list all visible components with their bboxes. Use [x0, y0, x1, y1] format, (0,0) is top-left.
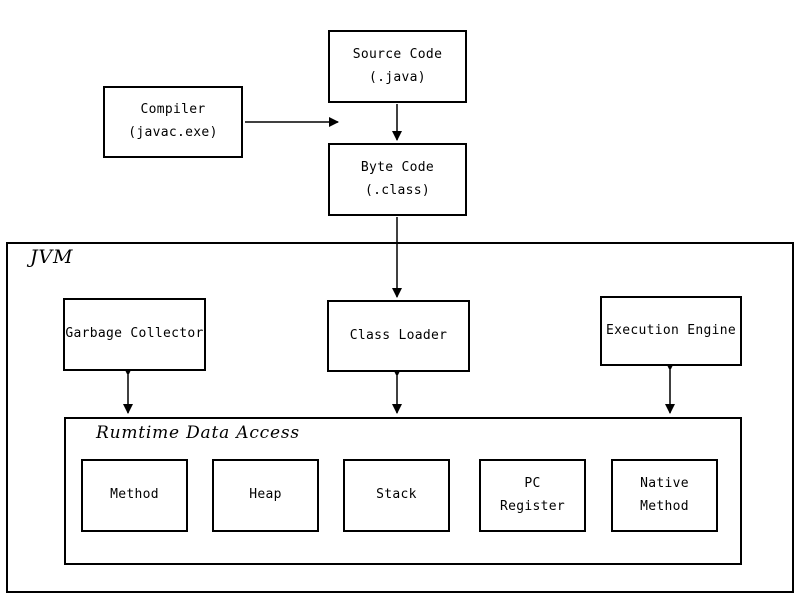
- node-garbage-collector: Garbage Collector: [63, 298, 206, 371]
- node-sublabel: (.class): [364, 182, 430, 198]
- node-source-code: Source Code (.java): [328, 30, 467, 103]
- node-label: Heap: [249, 487, 282, 503]
- node-byte-code: Byte Code (.class): [328, 143, 467, 216]
- node-method: Method: [81, 459, 188, 532]
- node-execution-engine: Execution Engine: [600, 296, 742, 366]
- container-jvm: [6, 242, 794, 593]
- node-label: Native: [640, 475, 689, 491]
- node-label: Byte Code: [360, 159, 435, 175]
- node-label: PC: [524, 475, 541, 491]
- node-stack: Stack: [343, 459, 450, 532]
- runtime-data-access-title: Rumtime Data Access: [96, 423, 300, 443]
- container-runtime-data-access: [64, 417, 742, 565]
- node-compiler: Compiler (javac.exe): [103, 86, 243, 158]
- node-label: Stack: [376, 487, 417, 503]
- node-pc-register: PC Register: [479, 459, 586, 532]
- node-sublabel: Register: [499, 498, 565, 514]
- node-label: Source Code: [352, 46, 443, 62]
- node-native-method: Native Method: [611, 459, 718, 532]
- node-label: Garbage Collector: [65, 326, 204, 342]
- node-sublabel: (javac.exe): [128, 125, 218, 140]
- node-label: Execution Engine: [605, 322, 737, 338]
- node-class-loader: Class Loader: [327, 300, 470, 372]
- node-label: Method: [110, 487, 159, 503]
- node-label: Class Loader: [349, 327, 448, 343]
- node-heap: Heap: [212, 459, 319, 532]
- node-label: Compiler: [140, 102, 206, 118]
- node-sublabel: (.java): [369, 69, 426, 85]
- node-sublabel: Method: [640, 498, 689, 514]
- jvm-title: JVM: [30, 246, 74, 268]
